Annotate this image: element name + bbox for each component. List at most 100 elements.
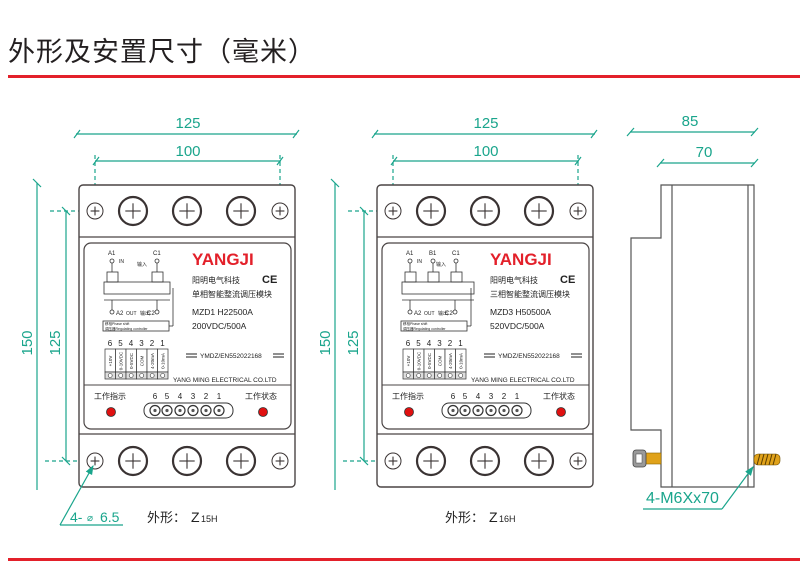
dim-depth-85: 85 xyxy=(682,113,699,130)
out-terminal-a2: A2 xyxy=(116,311,124,317)
terminal-label: 0-10mA xyxy=(459,353,464,369)
terminal-label: COM xyxy=(140,356,145,367)
circuit-diagram xyxy=(400,258,475,332)
module-side-view: 85 70 4-M6 xyxy=(626,113,781,510)
hole-spec-prefix: 4- xyxy=(70,509,83,525)
in-label-cn: 输入 xyxy=(436,261,446,268)
bottom-divider xyxy=(8,558,800,561)
connector-number: 6 xyxy=(451,392,456,401)
in-label: IN xyxy=(119,259,124,265)
terminal-number: 5 xyxy=(416,339,421,348)
shape-code-sub: 16H xyxy=(499,514,516,524)
terminal-screw-icon xyxy=(405,373,411,378)
connector-pin-center xyxy=(178,408,182,413)
terminal-screw-icon xyxy=(128,373,134,378)
terminal-number: 1 xyxy=(458,339,463,348)
connector-pin-center xyxy=(217,408,221,413)
dim-width-125: 125 xyxy=(175,115,200,132)
leader-arrow xyxy=(59,464,94,526)
terminal-screw-icon xyxy=(523,445,555,477)
terminal-screw-icon xyxy=(447,373,453,378)
terminal-number: 3 xyxy=(139,339,144,348)
connector-number: 3 xyxy=(489,392,494,401)
mounting-hole-icon xyxy=(86,452,104,470)
terminal-label: 4-20mA xyxy=(150,353,155,369)
terminal-screw-icon xyxy=(415,195,447,227)
front-panel xyxy=(381,242,590,430)
connector-pin-center xyxy=(451,408,455,413)
terminal-number: 4 xyxy=(129,339,134,348)
ce-mark: CE xyxy=(560,274,575,286)
dim-height-125: 125 xyxy=(345,330,362,355)
terminal-label: 4-20mA xyxy=(448,353,453,369)
indicator-label-status: 工作状态 xyxy=(543,391,575,401)
terminal-label-in: A1 xyxy=(108,251,116,257)
terminal-screw-icon xyxy=(160,373,165,378)
connector-pin-center xyxy=(502,408,506,413)
terminal-screw-icon xyxy=(469,195,501,227)
connector-number: 4 xyxy=(178,392,183,401)
out-label-cn: 输出 xyxy=(438,310,448,317)
terminal-label: COM xyxy=(438,356,443,367)
terminal-screw-icon xyxy=(416,373,422,378)
out-label-cn: 输出 xyxy=(140,310,150,317)
mounting-hole-icon xyxy=(384,452,402,470)
controller-note-2: 调压器Regulating controller xyxy=(403,326,446,331)
mounting-hole-icon xyxy=(569,452,587,470)
mounting-stud-icon xyxy=(753,453,781,466)
terminal-screw-icon xyxy=(171,195,203,227)
company-name-cn: 阳明电气科技 xyxy=(192,275,240,285)
status-indicator-led xyxy=(258,407,268,417)
terminal-label: 0-10VDC xyxy=(417,351,422,370)
terminal-screw-icon xyxy=(118,373,123,378)
connector-pin-center xyxy=(204,408,208,413)
shape-label: 外形： xyxy=(147,510,186,525)
terminal-number: 4 xyxy=(427,339,432,348)
terminal-screw-icon xyxy=(458,373,464,378)
terminal-label: 0-10VDC xyxy=(119,351,124,370)
brand-logo: YANGJI xyxy=(490,250,552,269)
out-terminal-c2: C2 xyxy=(445,311,453,317)
shape-label: 外形： xyxy=(445,510,484,525)
company-name-en: YANG MING ELECTRICAL CO.LTD xyxy=(471,377,575,384)
terminal-label-in: C1 xyxy=(153,251,161,257)
terminal-label: 0-5VDC xyxy=(427,352,432,369)
status-indicator-led xyxy=(556,407,566,417)
terminal-label: +10V xyxy=(406,356,411,367)
company-name-en: YANG MING ELECTRICAL CO.LTD xyxy=(173,377,277,384)
dim-width-100: 100 xyxy=(473,143,498,160)
terminal-screw-icon xyxy=(117,195,149,227)
terminal-screw-icon xyxy=(225,195,257,227)
connector-number: 1 xyxy=(217,392,222,401)
terminal-number: 2 xyxy=(448,339,453,348)
connector-number: 6 xyxy=(153,392,158,401)
terminal-label-in: A1 xyxy=(406,251,414,257)
connector-pin-center xyxy=(515,408,519,413)
dim-depth-70: 70 xyxy=(696,144,713,161)
terminal-screw-icon xyxy=(117,445,149,477)
terminal-screw-icon xyxy=(469,445,501,477)
circuit-diagram xyxy=(102,258,174,332)
connector-pin-center xyxy=(165,408,169,413)
terminal-screw-icon xyxy=(437,373,443,378)
out-terminal-c2: C2 xyxy=(147,311,155,317)
dim-width-100: 100 xyxy=(175,143,200,160)
terminal-screw-icon xyxy=(149,373,155,378)
controller-note-1: 移相Phase shift xyxy=(403,321,427,326)
terminal-number: 2 xyxy=(150,339,155,348)
out-label: OUT xyxy=(126,311,137,317)
work-indicator-led xyxy=(106,407,116,417)
page-title: 外形及安置尺寸（毫米） xyxy=(8,37,316,68)
mounting-hole-icon xyxy=(271,202,289,220)
terminal-screw-icon xyxy=(426,373,432,378)
dim-height-150: 150 xyxy=(317,330,334,355)
indicator-label-status: 工作状态 xyxy=(245,391,277,401)
title-underline xyxy=(8,75,800,78)
connector-number: 2 xyxy=(204,392,209,401)
shape-code-sub: 15H xyxy=(201,514,218,524)
diameter-icon: ⌀ xyxy=(87,513,93,524)
terminal-label: 0-5VDC xyxy=(129,352,134,369)
connector-number: 5 xyxy=(165,392,170,401)
terminal-label: 0-10mA xyxy=(161,353,166,369)
